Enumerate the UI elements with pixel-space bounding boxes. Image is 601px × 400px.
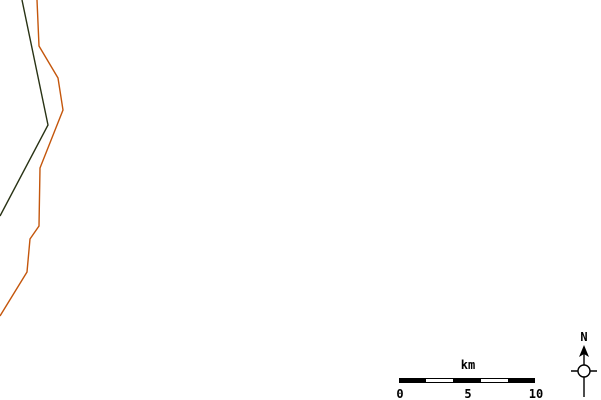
boundary-line-dark [0, 0, 49, 217]
north-label: N [580, 330, 587, 344]
scale-bar-outline [399, 378, 535, 383]
scale-bar: km 0 5 10 [396, 358, 543, 400]
scale-segment-light-1 [426, 379, 453, 382]
compass-north-arrow-icon [571, 345, 597, 397]
scale-tick-label-0: 0 [396, 387, 403, 400]
scale-tick-label-5: 5 [464, 387, 471, 400]
scale-unit-label: km [461, 358, 475, 372]
scale-tick-label-10: 10 [529, 387, 543, 400]
boundary-line-orange [0, 0, 64, 317]
north-arrow: N [571, 330, 597, 397]
scale-segment-light-2 [481, 379, 508, 382]
